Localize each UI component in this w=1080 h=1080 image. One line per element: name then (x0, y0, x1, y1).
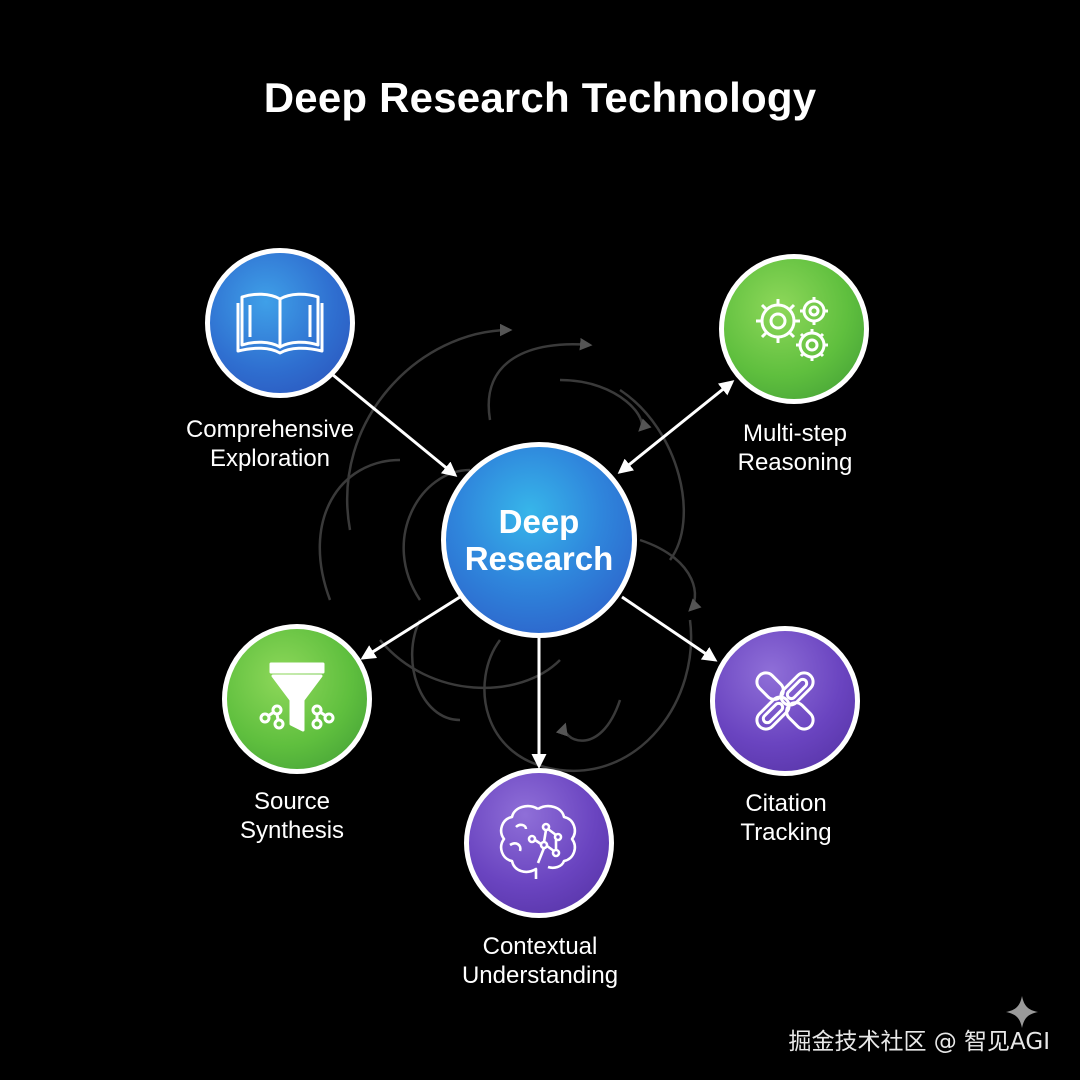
label-line1: Comprehensive (185, 416, 355, 443)
label-line2: Reasoning (737, 449, 853, 476)
center-label-line1: Deep (498, 503, 580, 540)
arrow-center-to-synthesis (360, 595, 461, 660)
arrow-center-to-citation (621, 595, 718, 662)
watermark-text: 掘金技术社区 @ 智见AGI (788, 1029, 1050, 1055)
page-title: Deep Research Technology (263, 74, 817, 121)
node-citation-tracking (710, 626, 860, 776)
connector-arrows (332, 373, 735, 769)
label-line1: Citation (745, 790, 827, 817)
background-swirl (318, 323, 702, 773)
label-line2: Understanding (461, 962, 619, 989)
node-multi-step-reasoning (719, 254, 869, 404)
label-multi-step-reasoning: Multi-step Reasoning (695, 419, 895, 477)
label-line1: Source (253, 788, 331, 815)
center-node: Deep Research (441, 442, 637, 638)
label-line2: Exploration (209, 445, 331, 472)
chain-link-icon (755, 671, 815, 731)
label-line1: Contextual (482, 933, 598, 960)
label-citation-tracking: Citation Tracking (686, 789, 886, 847)
funnel-icon (259, 662, 335, 732)
label-source-synthesis: Source Synthesis (192, 787, 392, 845)
sparkle-icon (1006, 996, 1038, 1028)
node-contextual-understanding (464, 768, 614, 918)
label-comprehensive-exploration: Comprehensive Exploration (160, 415, 380, 473)
label-line2: Tracking (740, 819, 832, 846)
brain-icon (499, 804, 577, 879)
gears-icon (756, 297, 828, 361)
node-source-synthesis (222, 624, 372, 774)
arrow-exploration-to-center (332, 373, 458, 477)
book-icon (236, 292, 324, 355)
center-label-line2: Research (464, 540, 614, 577)
node-comprehensive-exploration (205, 248, 355, 398)
arrow-center-reasoning (617, 380, 735, 474)
label-line1: Multi-step (742, 420, 848, 447)
label-line2: Synthesis (239, 817, 345, 844)
label-contextual-understanding: Contextual Understanding (430, 932, 650, 990)
center-label: Deep Research (465, 503, 614, 577)
